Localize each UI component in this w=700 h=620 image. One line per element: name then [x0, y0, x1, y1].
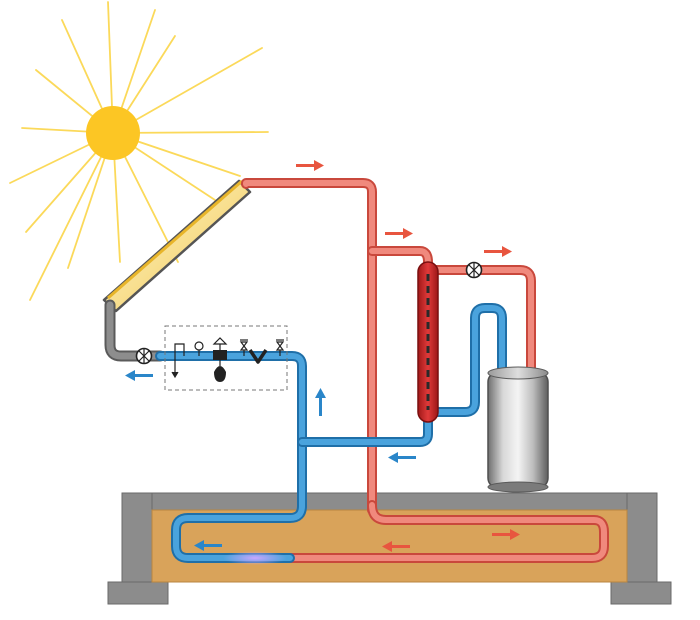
- flow-arrow-icon: [296, 160, 324, 171]
- heat-exchanger-icon: [417, 261, 439, 423]
- check-valve-icon: [248, 349, 268, 364]
- control-group: [164, 325, 288, 391]
- pump-icon: [465, 261, 483, 279]
- sun-icon: [9, 1, 269, 301]
- solar-collector-icon: [102, 179, 252, 313]
- foundation-wall-left: [121, 492, 153, 589]
- hot-circuit: [241, 178, 609, 563]
- flow-arrow-icon: [315, 388, 326, 416]
- cold-circuit: [155, 303, 507, 563]
- expansion-vessel-icon: [212, 337, 228, 382]
- foundation-foot-right: [610, 581, 672, 605]
- mixing-zone: [223, 551, 287, 565]
- storage-tank-icon: [487, 366, 549, 493]
- sun-rays: [9, 1, 269, 301]
- collector-return-pipe: [104, 299, 166, 362]
- foundation-wall-right: [626, 492, 658, 589]
- foundation-slab: [121, 492, 658, 511]
- flow-arrow-icon: [484, 246, 512, 257]
- valve-icon: [239, 339, 249, 356]
- flow-arrow-icon: [382, 541, 410, 552]
- flow-arrow-icon: [194, 540, 222, 551]
- flow-arrow-icon: [388, 452, 416, 463]
- collector-panel: [102, 179, 252, 313]
- pressure-gauge-icon: [194, 341, 204, 356]
- flow-arrow-icon: [125, 370, 153, 381]
- flow-arrows: [125, 160, 520, 552]
- foundation-foot-left: [107, 581, 169, 605]
- sun-disc: [86, 106, 140, 160]
- drain-valve-icon: [171, 343, 185, 379]
- flow-arrow-icon: [492, 529, 520, 540]
- flow-arrow-icon: [385, 228, 413, 239]
- valve-icon: [275, 339, 285, 356]
- pump-icon: [135, 347, 153, 365]
